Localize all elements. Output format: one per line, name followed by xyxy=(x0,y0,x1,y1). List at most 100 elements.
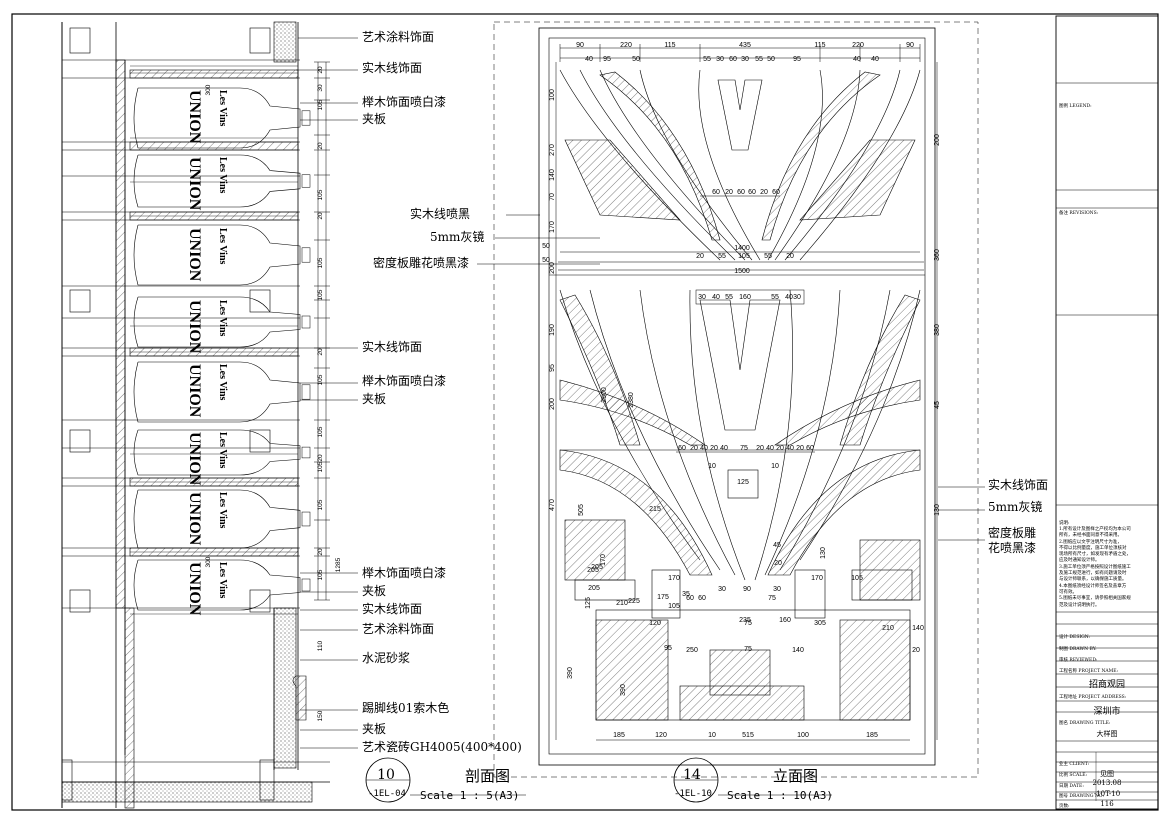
elev-row2-dim: 20 xyxy=(786,253,794,260)
floor-edge xyxy=(61,759,73,801)
elev-lower-dim: 60 xyxy=(686,595,694,602)
section-label-plywood-1: 夹板 xyxy=(362,112,387,126)
elev-label-mirror-right: 5mm灰镜 xyxy=(988,500,1043,514)
section-callout-ref: -1EL-04 xyxy=(368,789,406,799)
elev-mid-dim: 60 xyxy=(748,189,756,196)
carved-center xyxy=(717,79,763,151)
tb-note-line: 3.施工单位须严格按照设计图纸施工 xyxy=(1059,564,1131,570)
tb-scale-label: 比例 SCALE: xyxy=(1059,773,1087,778)
frame-square xyxy=(69,27,91,54)
elev-row2-dim: 105 xyxy=(738,253,750,260)
elev-lower-dim: 160 xyxy=(779,617,791,624)
shelf-board xyxy=(129,141,299,151)
elev-bottom-dim: 185 xyxy=(613,732,625,739)
tb-page-label: 页数: xyxy=(1059,804,1070,809)
carved-arch xyxy=(599,69,746,261)
elev-top-dim: 220 xyxy=(620,42,632,49)
section-dim: 20 xyxy=(317,348,324,356)
lower-panel xyxy=(679,685,805,721)
elev-left-extra: 125 xyxy=(585,597,592,609)
elev-lower-dim: 75 xyxy=(744,620,752,627)
tb-date-label: 日期 DATE: xyxy=(1059,784,1084,789)
tb-drawn-label: 制图 DRAWN BY: xyxy=(1059,647,1097,652)
tb-note-line: 现场所有尺寸，如发现有矛盾之处， xyxy=(1059,552,1131,558)
center-box xyxy=(727,469,759,499)
frame-square xyxy=(249,429,271,453)
tb-note-line: 5.图纸未尽事宜，请参照相关国家规 xyxy=(1059,596,1131,602)
section-label-solid-wood-mid: 实木线饰面 xyxy=(362,340,423,354)
bottle-sub-brand: Les Vins xyxy=(217,228,228,265)
section-dim: 20 xyxy=(317,142,324,150)
elev-second-dim: 95 xyxy=(793,56,801,63)
section-dim: 30 xyxy=(317,84,324,92)
elev-left-vdim: 200 xyxy=(549,262,556,274)
elev-top-dim: 220 xyxy=(852,42,864,49)
elev-second-dim: 60 xyxy=(729,56,737,63)
elev-right-vdim: 45 xyxy=(934,401,941,409)
elev-inner-2380: 2380 xyxy=(628,392,635,408)
tb-note-line: 范及设计说明执行。 xyxy=(1059,602,1100,608)
elev-second-dim: 55 xyxy=(703,56,711,63)
elev-mid-dim: 20 xyxy=(760,189,768,196)
shelf-board xyxy=(129,347,299,357)
carved-panel xyxy=(559,449,713,576)
tb-revisions-label: 备注 REVISIONS: xyxy=(1059,211,1099,216)
sheet-border xyxy=(11,13,1159,811)
bottle-brand: UNION xyxy=(186,492,203,546)
elev-row3-dim: 55 xyxy=(725,294,733,301)
carved-arch xyxy=(579,69,736,261)
elev-lower-dim: 60 xyxy=(698,595,706,602)
elev-row3-dim: 40 xyxy=(712,294,720,301)
elev-left-vdim: 95 xyxy=(549,364,556,372)
elev-left-vdim: 170 xyxy=(549,221,556,233)
elev-row3-dim: 40 xyxy=(785,294,793,301)
lower-post xyxy=(651,569,681,619)
elev-lower-dim: 95 xyxy=(664,645,672,652)
elev-left-vdim: 470 xyxy=(549,499,556,511)
elev-right-vdim: 360 xyxy=(934,249,941,261)
elev-lower-dim: 175 xyxy=(657,594,669,601)
elev-left-vdim: 200 xyxy=(549,398,556,410)
section-dim: 105 xyxy=(317,99,324,110)
carved-panel xyxy=(599,71,721,241)
carved-row xyxy=(695,289,805,305)
elev-label-mdf-right-2: 花喷黑漆 xyxy=(988,541,1037,555)
bottle-sub-brand: Les Vins xyxy=(217,90,228,127)
wall-hatch-strip xyxy=(124,607,135,809)
elev-top-dim: 90 xyxy=(906,42,914,49)
section-label-plywood-4: 夹板 xyxy=(362,722,387,736)
wine-bottle xyxy=(133,489,301,549)
tb-legend-label: 图例 LEGEND: xyxy=(1059,104,1092,109)
bottle-cap xyxy=(301,578,311,592)
elev-label-mdf-right-1: 密度板雕 xyxy=(988,526,1037,540)
tb-page-value: 116 xyxy=(1100,800,1114,808)
tb-note-line: 不得以比例量度，施工单位须核对 xyxy=(1059,545,1127,551)
section-label-mortar: 水泥砂浆 xyxy=(362,651,411,665)
elev-top-dim: 90 xyxy=(576,42,584,49)
elev-left-extra: 205 xyxy=(588,585,600,592)
section-label-solid-wood-bottom: 实木线饰面 xyxy=(362,602,423,616)
elev-lower-dim: 305 xyxy=(814,620,826,627)
side-panel xyxy=(574,579,636,601)
frame-square xyxy=(69,429,91,453)
section-dim: 105 xyxy=(317,569,324,580)
elev-mid-dim: 20 xyxy=(725,189,733,196)
bottle-sub-brand: Les Vins xyxy=(217,300,228,337)
elev-left-vdim: 70 xyxy=(549,193,556,201)
elev-lower-dim: 205 xyxy=(587,567,599,574)
elev-lower-dim: 170 xyxy=(668,575,680,582)
bottle-sub-brand: Les Vins xyxy=(217,157,228,194)
section-dim: 20 xyxy=(317,454,324,462)
shelf-board xyxy=(129,477,299,487)
elev-lower-dim: 210 xyxy=(882,625,894,632)
floor-tile xyxy=(61,781,313,803)
elev-left-vdim: 140 xyxy=(549,169,556,181)
carved-arch xyxy=(767,69,823,261)
elev-inner-2500: 2500 xyxy=(601,387,608,403)
section-label-skirting: 踢脚线01索木色 xyxy=(362,701,450,715)
elev-row4-dim: 20 xyxy=(756,445,764,452)
section-label-paint-top: 艺术涂料饰面 xyxy=(362,30,435,44)
elev-lower-dim: 90 xyxy=(743,586,751,593)
elev-lower-dim: 20 xyxy=(912,647,920,654)
